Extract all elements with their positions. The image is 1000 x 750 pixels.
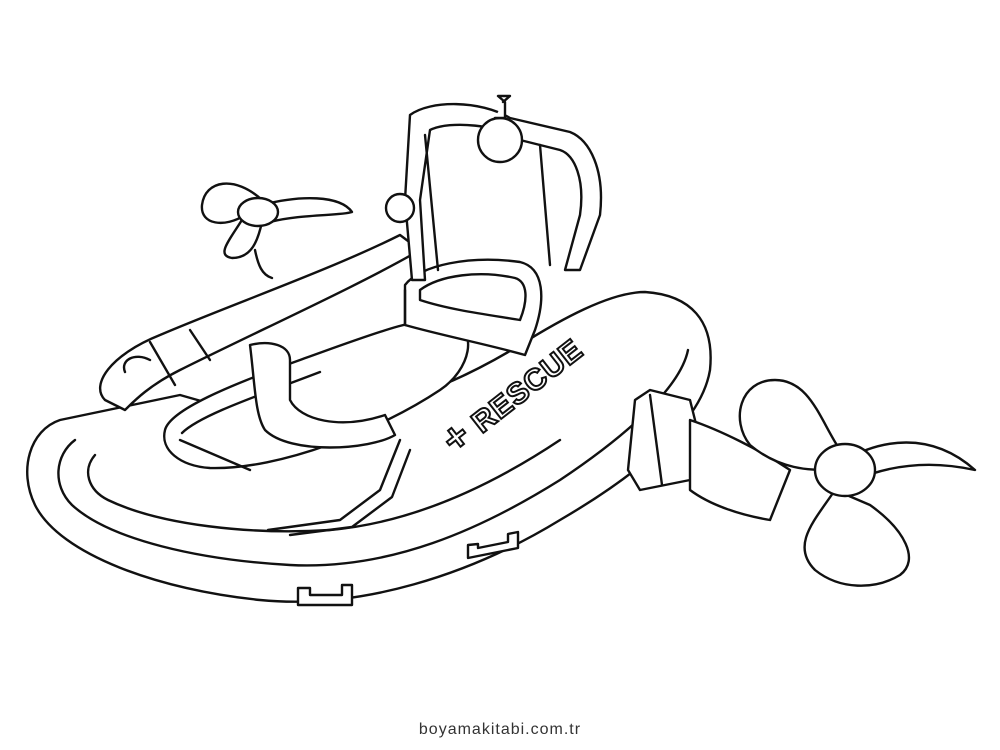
hull-handle-front (296, 583, 354, 607)
boat-hull (26, 233, 712, 607)
outboard-motor (626, 388, 792, 522)
watermark-text: boyamakitabi.com.tr (418, 721, 582, 738)
left-propeller (200, 182, 354, 280)
right-propeller (738, 378, 977, 587)
hull-handle-side (466, 530, 520, 560)
front-seat (248, 341, 397, 449)
rear-console (403, 258, 543, 357)
roll-bar-frame (384, 94, 603, 282)
